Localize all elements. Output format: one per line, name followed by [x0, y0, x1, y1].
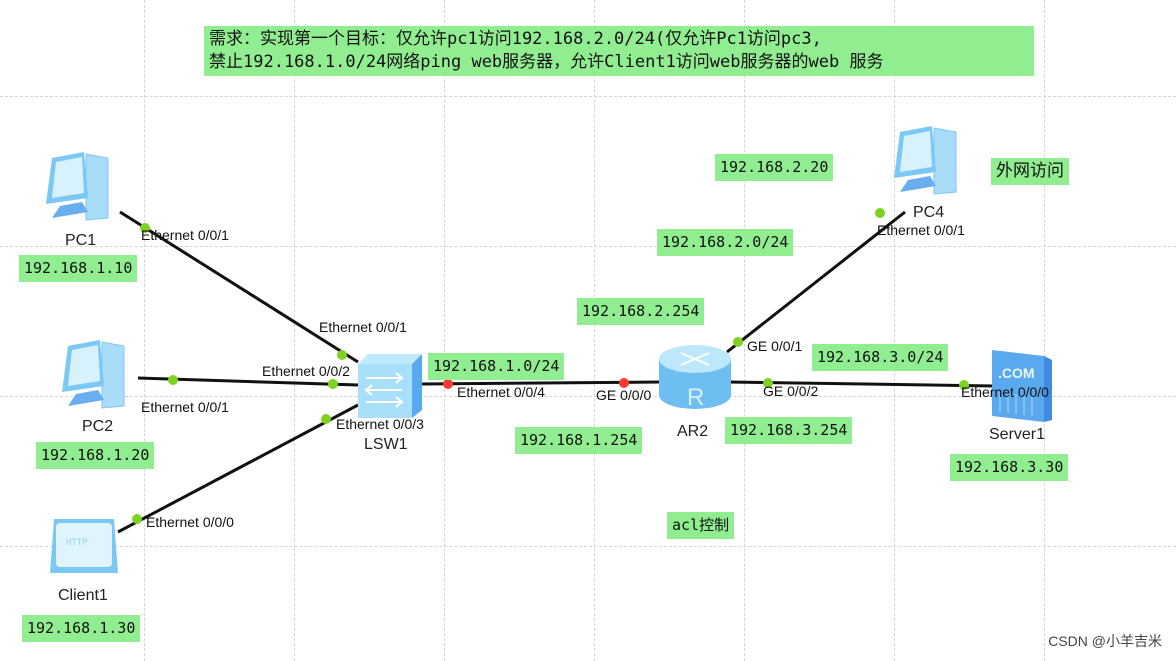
port-status-dot [763, 378, 773, 388]
port-down-dot [443, 379, 453, 389]
lsw1-port-3-label: Ethernet 0/0/3 [336, 416, 424, 432]
acl-note: acl控制 [667, 512, 735, 539]
server-glyph: .COM [998, 365, 1035, 381]
link-ar2-pc4 [726, 210, 906, 354]
server1-ip-label: 192.168.3.30 [950, 454, 1069, 481]
port-status-dot [168, 375, 178, 385]
grid-line [0, 96, 1176, 97]
requirement-line-1: 需求：实现第一个目标：仅允许pc1访问192.168.2.0/24(仅允许Pc1… [209, 29, 822, 49]
router-glyph: R [687, 384, 704, 411]
grid-line [144, 0, 145, 661]
gateway-2-label: 192.168.2.254 [577, 298, 705, 325]
pc4-icon[interactable] [890, 124, 972, 204]
pc2-name: PC2 [82, 418, 114, 435]
client1-ip-label: 192.168.1.30 [22, 615, 141, 642]
port-status-dot [140, 223, 150, 233]
grid-line [0, 246, 1176, 247]
grid-line [0, 396, 1176, 397]
server1-name: Server1 [989, 426, 1046, 443]
link-pc1-lsw1 [119, 210, 359, 364]
lsw1-switch-icon[interactable] [356, 352, 424, 420]
ar2-name: AR2 [677, 423, 709, 440]
external-access-note: 外网访问 [991, 158, 1069, 185]
pc1-icon[interactable] [42, 150, 124, 230]
port-down-dot [619, 378, 629, 388]
grid-line [0, 546, 1176, 547]
port-status-dot [875, 208, 885, 218]
lsw1-port-4-label: Ethernet 0/0/4 [457, 384, 545, 400]
lsw1-name: LSW1 [364, 436, 408, 453]
client1-port-label: Ethernet 0/0/0 [146, 514, 234, 530]
server1-port-label: Ethernet 0/0/0 [961, 384, 1049, 400]
pc1-name: PC1 [65, 232, 97, 249]
pc4-port-label: Ethernet 0/0/1 [877, 222, 965, 238]
grid-line [294, 0, 295, 661]
grid-line [444, 0, 445, 661]
port-status-dot [321, 414, 331, 424]
gateway-1-label: 192.168.1.254 [515, 427, 643, 454]
port-status-dot [132, 514, 142, 524]
port-status-dot [328, 379, 338, 389]
requirement-line-2: 禁止192.168.1.0/24网络ping web服务器，允许Client1访… [209, 52, 884, 72]
client1-name: Client1 [58, 587, 108, 604]
ar2-ge000-label: GE 0/0/0 [596, 387, 652, 403]
pc1-port-label: Ethernet 0/0/1 [141, 227, 229, 243]
client1-icon[interactable]: HTTP [48, 515, 122, 577]
requirement-note: 需求：实现第一个目标：仅允许pc1访问192.168.2.0/24(仅允许Pc1… [204, 26, 1034, 76]
network-1-label: 192.168.1.0/24 [428, 353, 565, 380]
lsw1-port-2-label: Ethernet 0/0/2 [262, 363, 350, 379]
server1-icon[interactable]: .COM [990, 348, 1054, 424]
gateway-3-label: 192.168.3.254 [725, 417, 853, 444]
pc4-name: PC4 [913, 204, 945, 221]
grid-line [894, 0, 895, 661]
ar2-ge001-label: GE 0/0/1 [747, 338, 803, 354]
pc2-port-label: Ethernet 0/0/1 [141, 399, 229, 415]
pc4-ip-label: 192.168.2.20 [715, 154, 834, 181]
pc2-icon[interactable] [58, 338, 140, 418]
pc1-ip-label: 192.168.1.10 [19, 255, 138, 282]
client1-screen-text: HTTP [66, 538, 88, 548]
grid-line [1044, 0, 1045, 661]
grid-line [594, 0, 595, 661]
network-2-label: 192.168.2.0/24 [657, 229, 794, 256]
ar2-router-icon[interactable]: R [657, 343, 733, 413]
grid-line [744, 0, 745, 661]
port-status-dot [733, 337, 743, 347]
lsw1-port-1-label: Ethernet 0/0/1 [319, 319, 407, 335]
port-status-dot [337, 350, 347, 360]
link-client1-lsw1 [117, 403, 359, 534]
pc2-ip-label: 192.168.1.20 [36, 442, 155, 469]
port-status-dot [959, 380, 969, 390]
ar2-ge002-label: GE 0/0/2 [763, 383, 819, 399]
network-3-label: 192.168.3.0/24 [812, 344, 949, 371]
watermark: CSDN @小羊吉米 [1048, 633, 1162, 649]
